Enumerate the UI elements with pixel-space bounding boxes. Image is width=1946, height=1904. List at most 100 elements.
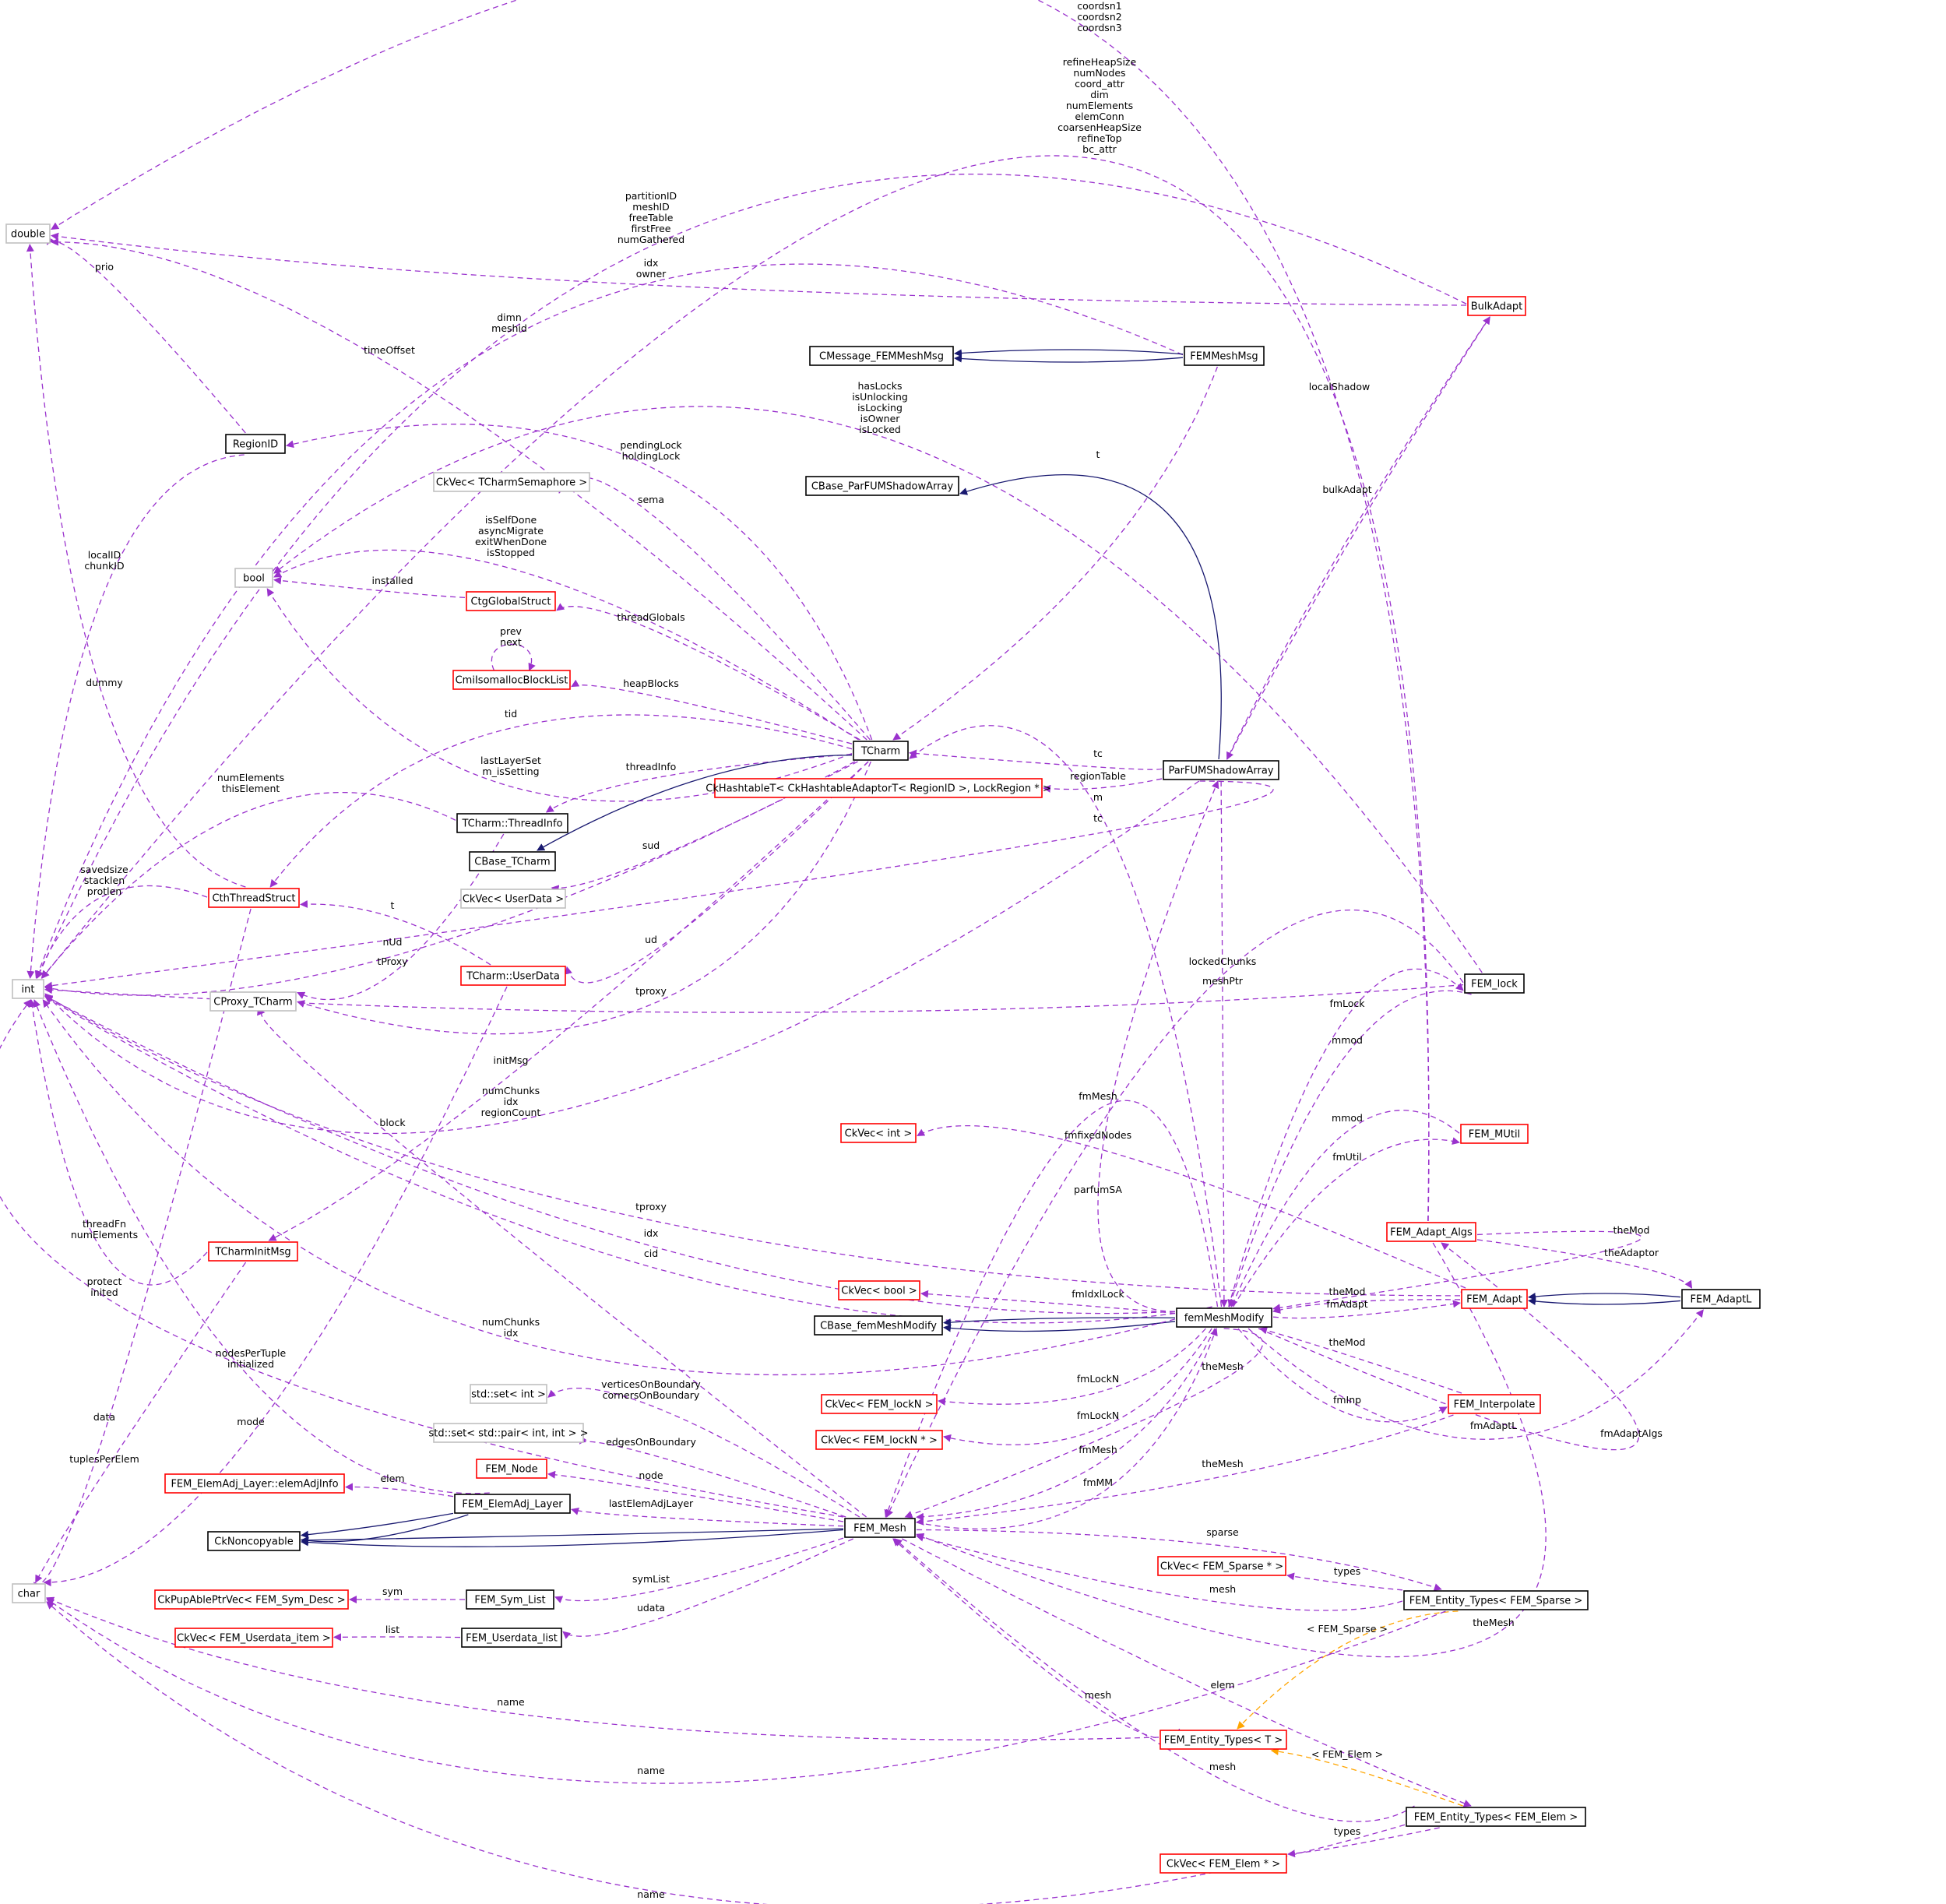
node-ckvec_userdata[interactable]: CkVec< UserData >: [460, 889, 566, 909]
node-box[interactable]: [1681, 1289, 1761, 1309]
node-bulkadapt[interactable]: BulkAdapt: [1467, 296, 1526, 316]
node-int[interactable]: int: [12, 979, 44, 999]
node-ckvec_udata[interactable]: CkVec< FEM_Userdata_item >: [174, 1628, 333, 1648]
node-ckhashtable[interactable]: CkHashtableT< CkHashtableAdaptorT< Regio…: [706, 778, 1051, 798]
node-box[interactable]: [469, 851, 556, 871]
node-ckvec_locknv[interactable]: CkVec< FEM_lockN >: [821, 1394, 938, 1414]
node-et_t[interactable]: FEM_Entity_Types< T >: [1160, 1730, 1287, 1750]
node-box[interactable]: [433, 1423, 584, 1443]
node-box[interactable]: [1157, 1556, 1286, 1576]
node-box[interactable]: [225, 434, 286, 454]
node-femmeshmodify[interactable]: femMeshModify: [1176, 1307, 1272, 1328]
node-femmesh[interactable]: FEM_Mesh: [844, 1518, 916, 1538]
node-box[interactable]: [1163, 760, 1279, 780]
node-stdset_int[interactable]: std::set< int >: [470, 1384, 547, 1404]
node-box[interactable]: [844, 1518, 916, 1538]
node-box[interactable]: [454, 1494, 571, 1514]
node-box[interactable]: [234, 568, 273, 588]
node-box[interactable]: [208, 888, 300, 908]
node-femmutil[interactable]: FEM_MUtil: [1460, 1124, 1529, 1144]
node-femnode[interactable]: FEM_Node: [476, 1459, 547, 1479]
node-femudatalist[interactable]: FEM_Userdata_list: [461, 1628, 562, 1648]
node-box[interactable]: [1403, 1590, 1589, 1610]
node-box[interactable]: [814, 1315, 943, 1336]
node-cproxy[interactable]: CProxy_TCharm: [209, 991, 297, 1012]
node-ckvec_int[interactable]: CkVec< int >: [840, 1123, 917, 1143]
node-double[interactable]: double: [5, 223, 51, 244]
node-cththread[interactable]: CthThreadStruct: [208, 888, 300, 908]
node-femsymlist[interactable]: FEM_Sym_List: [466, 1589, 554, 1610]
node-tcharminitmsg[interactable]: TCharmInitMsg: [208, 1241, 298, 1262]
node-box[interactable]: [164, 1473, 345, 1494]
node-box[interactable]: [1460, 1124, 1529, 1144]
node-box[interactable]: [207, 1531, 301, 1551]
node-ckvec_elem[interactable]: CkVec< FEM_Elem * >: [1160, 1853, 1287, 1874]
node-box[interactable]: [805, 476, 959, 496]
node-box[interactable]: [456, 813, 568, 833]
node-box[interactable]: [12, 1583, 46, 1603]
node-box[interactable]: [433, 472, 590, 492]
node-ctgglobal[interactable]: CtgGlobalStruct: [466, 591, 556, 611]
node-femmeshmsg[interactable]: FEMMeshMsg: [1184, 346, 1265, 366]
node-stdset_pair[interactable]: std::set< std::pair< int, int > >: [428, 1423, 589, 1443]
node-box[interactable]: [1176, 1307, 1272, 1328]
node-box[interactable]: [1160, 1730, 1287, 1750]
node-cmiisomalloc[interactable]: CmiIsomallocBlockList: [452, 670, 571, 690]
node-box[interactable]: [466, 1589, 554, 1610]
node-femlock[interactable]: FEM_lock: [1464, 973, 1525, 994]
node-box[interactable]: [452, 670, 571, 690]
node-box[interactable]: [5, 223, 51, 244]
node-char[interactable]: char: [12, 1583, 46, 1603]
node-et_sparse[interactable]: FEM_Entity_Types< FEM_Sparse >: [1403, 1590, 1589, 1610]
node-cbase_tcharm[interactable]: CBase_TCharm: [469, 851, 556, 871]
node-box[interactable]: [460, 889, 566, 909]
node-box[interactable]: [209, 991, 297, 1012]
node-box[interactable]: [476, 1459, 547, 1479]
node-box[interactable]: [1160, 1853, 1287, 1874]
node-box[interactable]: [809, 346, 954, 366]
node-box[interactable]: [840, 1123, 917, 1143]
node-box[interactable]: [466, 591, 556, 611]
node-box[interactable]: [208, 1241, 298, 1262]
node-box[interactable]: [838, 1280, 920, 1300]
node-elemadjlayer[interactable]: FEM_ElemAdj_Layer: [454, 1494, 571, 1514]
node-box[interactable]: [1406, 1807, 1586, 1827]
node-threadinfo[interactable]: TCharm::ThreadInfo: [456, 813, 568, 833]
node-ckvec_locknp[interactable]: CkVec< FEM_lockN * >: [815, 1430, 943, 1450]
node-box[interactable]: [460, 966, 566, 986]
node-box[interactable]: [174, 1628, 333, 1648]
node-box[interactable]: [1461, 1289, 1528, 1309]
node-femadapt[interactable]: FEM_Adapt: [1461, 1289, 1528, 1309]
node-box[interactable]: [1467, 296, 1526, 316]
node-ckvec_sema[interactable]: CkVec< TCharmSemaphore >: [433, 472, 590, 492]
node-box[interactable]: [1184, 346, 1265, 366]
node-ckpupable[interactable]: CkPupAblePtrVec< FEM_Sym_Desc >: [154, 1589, 349, 1610]
node-box[interactable]: [461, 1628, 562, 1648]
node-box[interactable]: [1386, 1222, 1476, 1242]
node-et_elem[interactable]: FEM_Entity_Types< FEM_Elem >: [1406, 1807, 1586, 1827]
node-ckncopy[interactable]: CkNoncopyable: [207, 1531, 301, 1551]
node-box[interactable]: [154, 1589, 349, 1610]
node-elemadjinfo[interactable]: FEM_ElemAdj_Layer::elemAdjInfo: [164, 1473, 345, 1494]
node-box[interactable]: [853, 741, 909, 761]
node-cbase_parfum[interactable]: CBase_ParFUMShadowArray: [805, 476, 959, 496]
node-femadaptalgs[interactable]: FEM_Adapt_Algs: [1386, 1222, 1476, 1242]
node-feminterpolate[interactable]: FEM_Interpolate: [1448, 1394, 1541, 1414]
node-femadaptl[interactable]: FEM_AdaptL: [1681, 1289, 1761, 1309]
node-box[interactable]: [1448, 1394, 1541, 1414]
node-ckvec_sparse[interactable]: CkVec< FEM_Sparse * >: [1157, 1556, 1286, 1576]
node-bool[interactable]: bool: [234, 568, 273, 588]
node-box[interactable]: [470, 1384, 547, 1404]
node-cmessage[interactable]: CMessage_FEMMeshMsg: [809, 346, 954, 366]
node-ckvec_bool[interactable]: CkVec< bool >: [838, 1280, 920, 1300]
node-cbase_femmeshmodify[interactable]: CBase_femMeshModify: [814, 1315, 943, 1336]
node-box[interactable]: [815, 1430, 943, 1450]
node-tcharm[interactable]: TCharm: [853, 741, 909, 761]
node-box[interactable]: [821, 1394, 938, 1414]
node-parfum[interactable]: ParFUMShadowArray: [1163, 760, 1279, 780]
node-box[interactable]: [1464, 973, 1525, 994]
node-box[interactable]: [12, 979, 44, 999]
node-box[interactable]: [714, 778, 1043, 798]
node-userdata[interactable]: TCharm::UserData: [460, 966, 566, 986]
node-regionid[interactable]: RegionID: [225, 434, 286, 454]
